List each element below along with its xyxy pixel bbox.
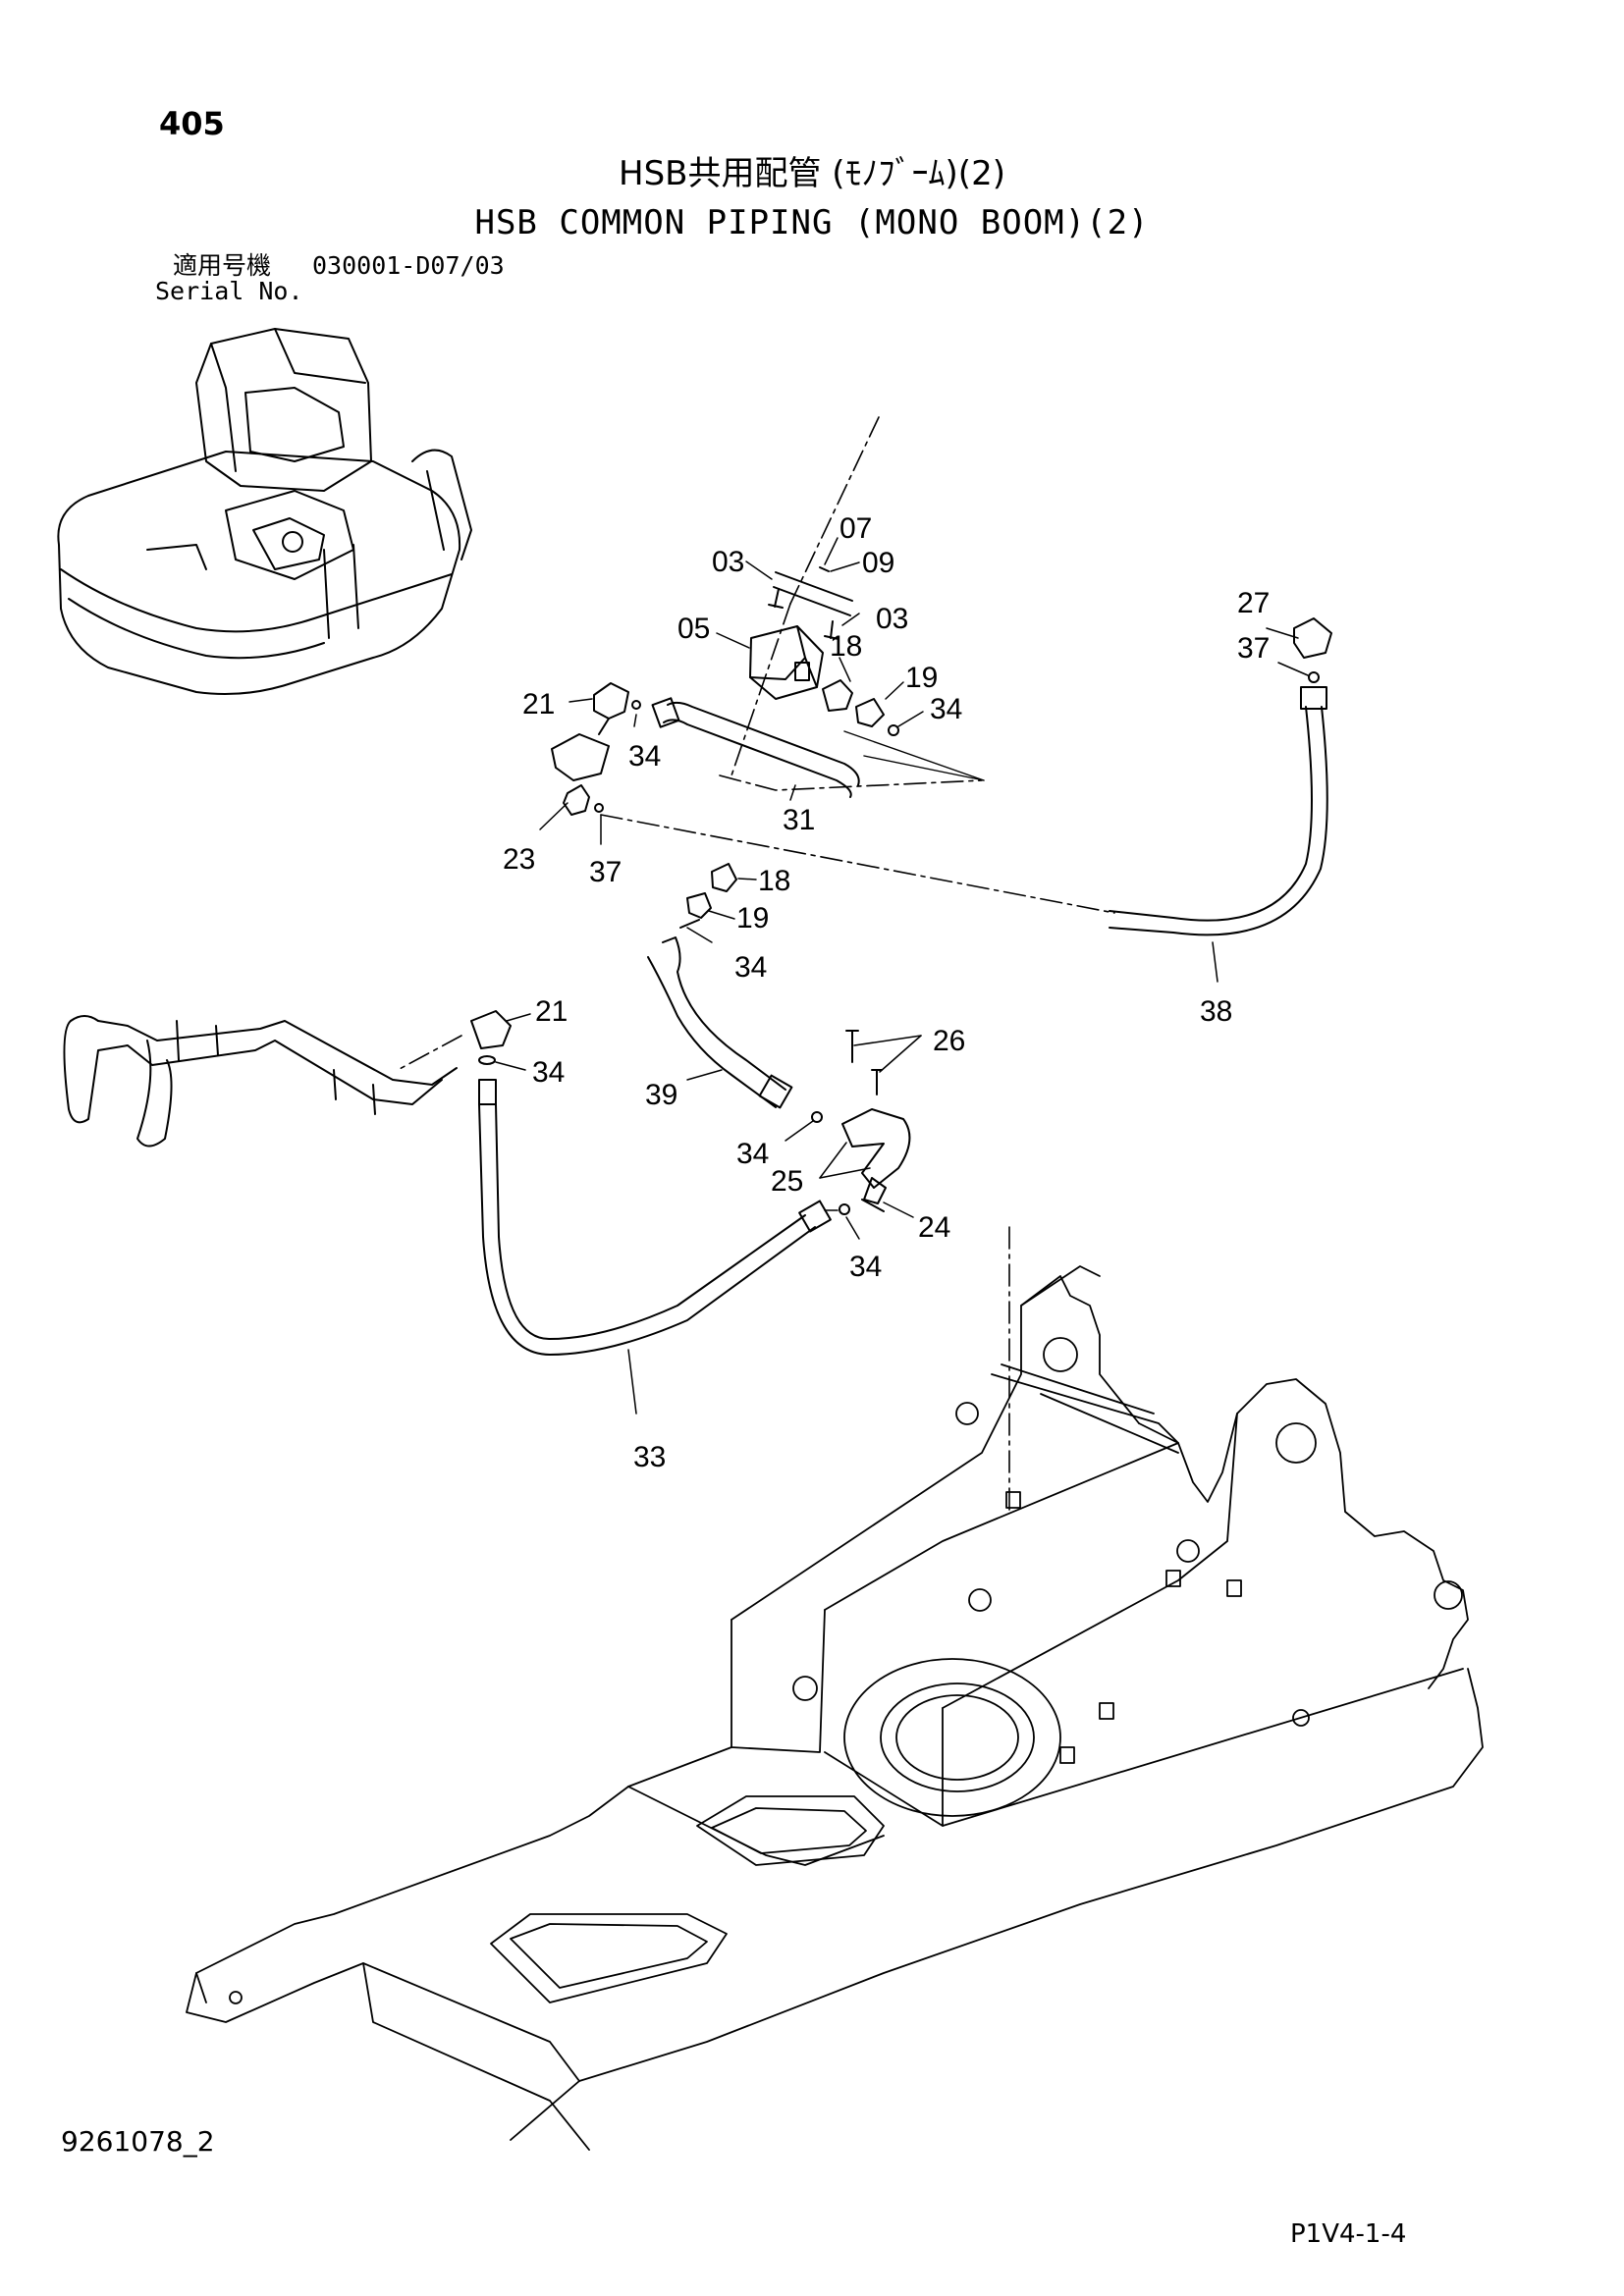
part-label-37: 37 [589, 856, 622, 888]
part-label-03: 03 [712, 546, 744, 578]
part-label-18: 18 [830, 630, 862, 663]
part-label-34: 34 [930, 693, 962, 725]
part-label-23: 23 [503, 843, 535, 876]
part-label-27: 27 [1237, 587, 1270, 619]
part-label-33: 33 [633, 1441, 666, 1473]
part-label-18-b: 18 [758, 865, 790, 897]
part-label-39: 39 [645, 1079, 677, 1111]
part-label-38: 38 [1200, 995, 1232, 1028]
serial-label-english: Serial No. [155, 277, 303, 305]
part-label-05: 05 [677, 613, 710, 645]
page-number: 405 [159, 105, 225, 142]
part-label-21-b: 21 [535, 995, 568, 1028]
part-label-24: 24 [918, 1211, 950, 1244]
serial-label-japanese: 適用号機 [173, 251, 272, 280]
part-label-25: 25 [771, 1165, 803, 1198]
drawing-number: 9261078_2 [61, 2125, 215, 2158]
part-label-34-e: 34 [736, 1138, 769, 1170]
page-title-english: HSB COMMON PIPING (MONO BOOM)(2) [474, 203, 1150, 242]
part-label-21: 21 [522, 688, 555, 721]
part-label-07: 07 [839, 512, 872, 545]
part-label-34-f: 34 [849, 1251, 882, 1283]
part-label-34-b: 34 [628, 740, 661, 773]
excavator-overview-icon [57, 328, 472, 696]
part-label-03-lower: 03 [876, 603, 908, 635]
part-label-37-b: 37 [1237, 632, 1270, 665]
part-label-09: 09 [862, 547, 894, 579]
part-label-34-c: 34 [734, 951, 767, 984]
serial-range: 030001-D07/03 [312, 251, 505, 280]
part-label-26: 26 [933, 1025, 965, 1057]
part-label-19-b: 19 [736, 902, 769, 934]
part-label-31: 31 [783, 804, 815, 836]
page-code: P1V4-1-4 [1290, 2219, 1407, 2249]
part-label-19: 19 [905, 662, 938, 694]
page-title-japanese: HSB共用配管 (ﾓﾉﾌﾞｰﾑ)(2) [619, 154, 1005, 193]
part-label-34-d: 34 [532, 1056, 565, 1089]
